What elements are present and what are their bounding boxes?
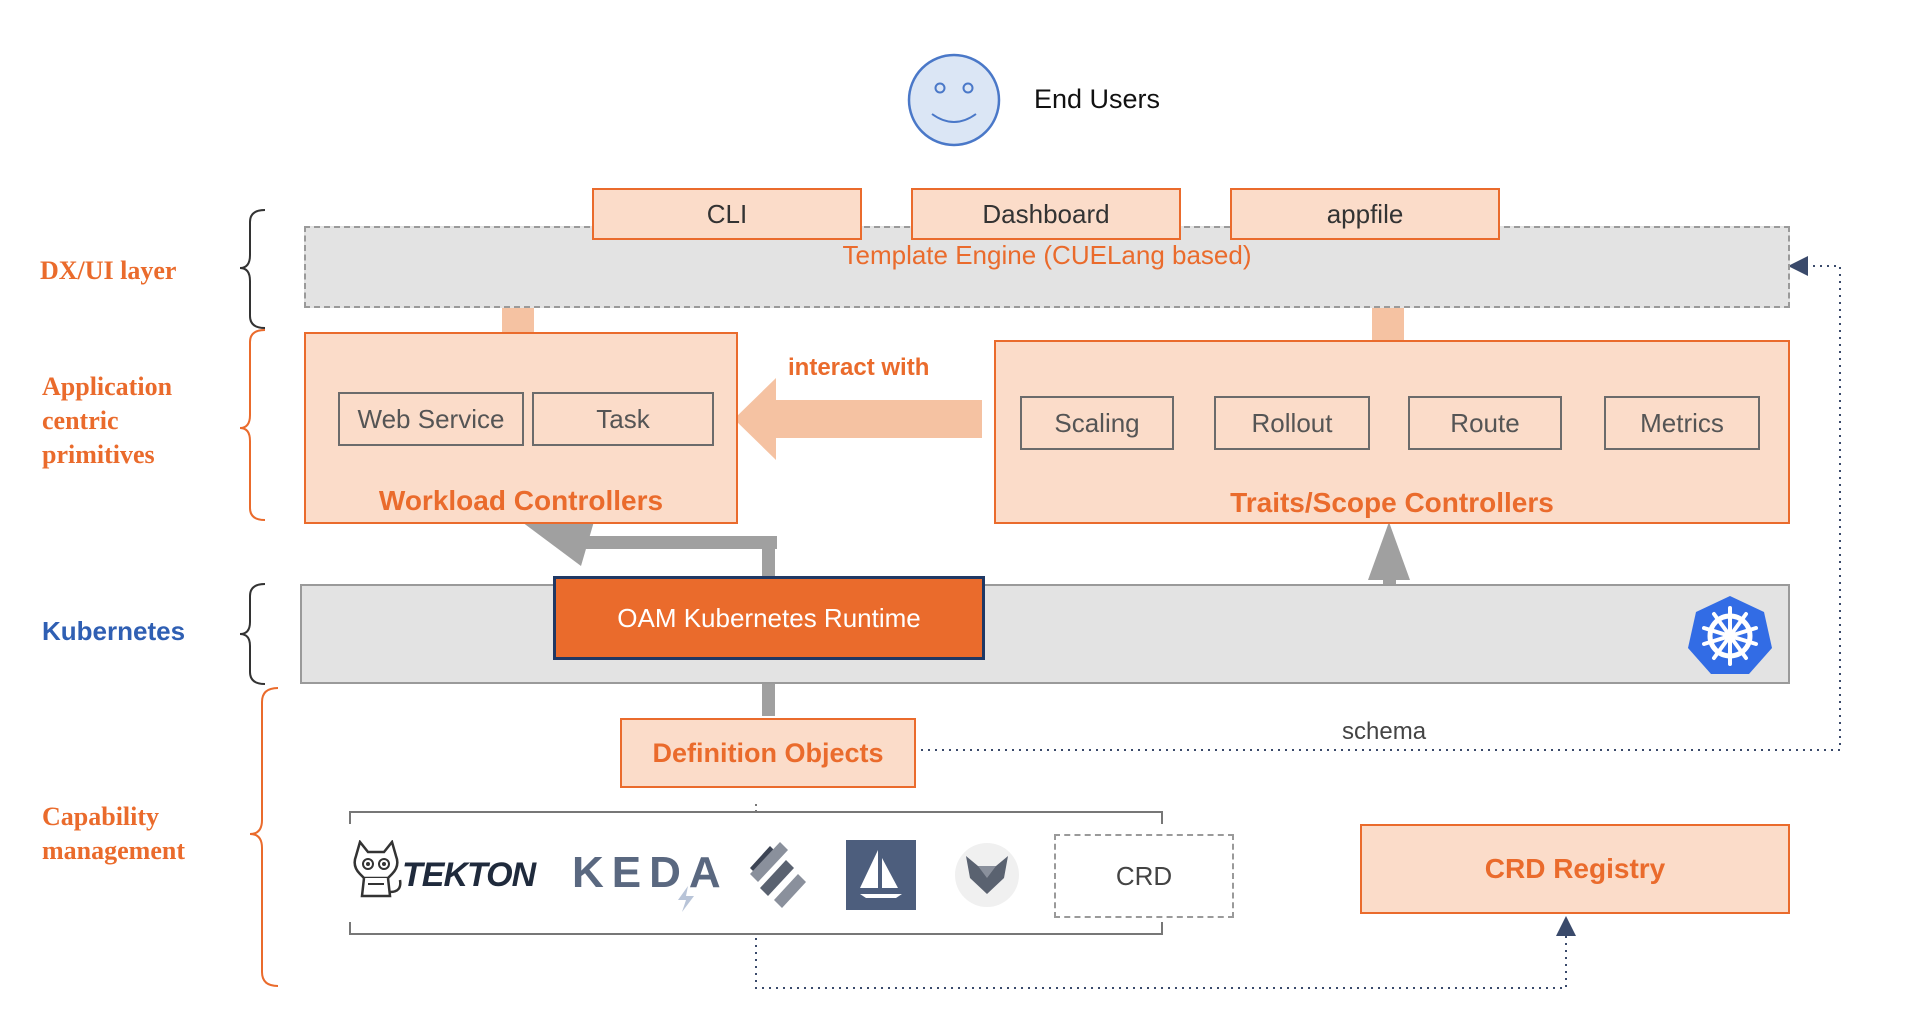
appfile-box[interactable]: appfile [1230, 188, 1500, 240]
crd-registry-label: CRD Registry [1484, 853, 1666, 884]
layer-label-capability: Capability management [42, 802, 185, 865]
layer-label-app-primitives: Application centric primitives [42, 372, 173, 469]
bracket-dx [239, 209, 266, 329]
tekton-logo-text: TEKTON [402, 856, 536, 894]
layer-label-kubernetes: Kubernetes [42, 616, 186, 646]
crd-registry-box[interactable]: CRD Registry [1360, 824, 1790, 914]
keda-bolt-icon [678, 886, 694, 912]
workload-controllers-title: Workload Controllers [378, 485, 664, 516]
crossplane-logo-icon [750, 842, 806, 908]
registry-connector [755, 916, 1576, 989]
dashboard-box[interactable]: Dashboard [911, 188, 1181, 240]
crd-box[interactable]: CRD [1054, 834, 1234, 918]
interact-arrow [734, 378, 982, 460]
definition-objects-label: Definition Objects [652, 737, 884, 768]
end-users-label: End Users [1034, 84, 1161, 114]
bracket-capability [249, 687, 279, 987]
schema-connector [914, 256, 1841, 751]
traits-controllers-box: Scaling Rollout Route Metrics Traits/Sco… [994, 340, 1790, 524]
kubernetes-band [300, 584, 1790, 684]
bracket-k8s [239, 583, 266, 685]
tekton-cat-icon [353, 840, 402, 898]
layer-label-dx-ui: DX/UI layer [40, 256, 177, 285]
oam-runtime-box[interactable]: OAM Kubernetes Runtime [553, 576, 985, 660]
end-user-face-icon [907, 53, 1001, 147]
workload-item-task[interactable]: Task [532, 392, 714, 446]
template-engine-label: Template Engine (CUELang based) [842, 239, 1252, 270]
cli-box[interactable]: CLI [592, 188, 862, 240]
opa-logo-icon [955, 843, 1019, 907]
traits-controllers-title: Traits/Scope Controllers [1230, 487, 1554, 518]
keda-logo-text: KEDA [572, 848, 729, 897]
trait-item-rollout[interactable]: Rollout [1214, 396, 1370, 450]
trait-item-metrics[interactable]: Metrics [1604, 396, 1760, 450]
workload-controllers-box: Web Service Task Workload Controllers [304, 332, 738, 524]
bracket-app [239, 329, 266, 521]
interact-with-label: interact with [788, 354, 930, 381]
workload-item-web-service[interactable]: Web Service [338, 392, 524, 446]
kubernetes-logo-icon [1688, 596, 1772, 674]
trait-item-route[interactable]: Route [1408, 396, 1562, 450]
istio-logo-icon [846, 840, 916, 910]
definition-objects-box[interactable]: Definition Objects [620, 718, 916, 788]
trait-item-scaling[interactable]: Scaling [1020, 396, 1174, 450]
schema-label: schema [1342, 718, 1427, 745]
